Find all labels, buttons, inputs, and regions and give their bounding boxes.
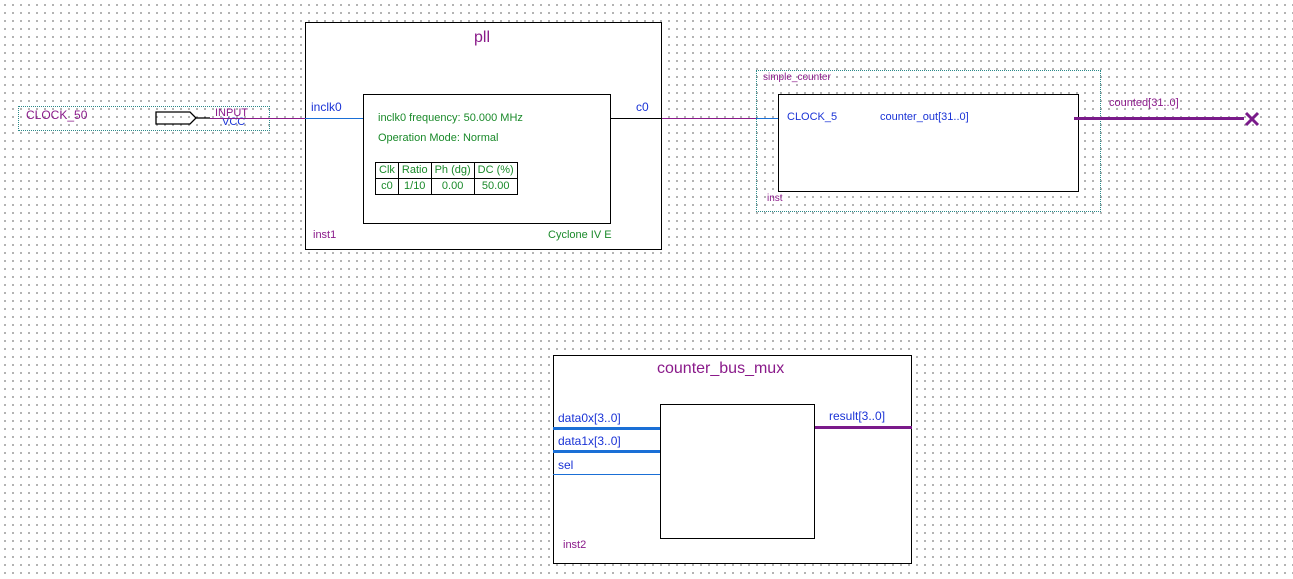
mux-port-result: result[3..0] — [829, 409, 886, 423]
wire-clock50-to-pll — [210, 118, 305, 119]
pll-table-header: Ph (dg) — [430, 162, 475, 179]
pll-table-header-row: Clk Ratio Ph (dg) DC (%) — [375, 162, 518, 179]
input-pin-type-label: INPUT — [215, 107, 248, 119]
pll-title: pll — [474, 29, 491, 46]
pll-table-cell: 50.00 — [473, 178, 518, 195]
pll-table-header: DC (%) — [473, 162, 518, 179]
mux-data1x-bus-line — [553, 450, 660, 453]
pll-inclk0-port-line — [305, 118, 363, 119]
counter-port-clock5: CLOCK_5 — [787, 111, 838, 123]
pll-table-header: Clk — [375, 162, 399, 179]
pll-table-cell: 1/10 — [397, 178, 432, 195]
counter-clock-port-line — [756, 118, 778, 119]
mux-data0x-bus-line — [553, 427, 660, 430]
simple-counter-block[interactable] — [756, 70, 1101, 212]
pll-device-name: Cyclone IV E — [548, 229, 612, 241]
wire-counted-bus — [1074, 117, 1244, 120]
mux-title: counter_bus_mux — [657, 360, 785, 377]
pll-table-header: Ratio — [397, 162, 432, 179]
pll-inner-box — [363, 94, 611, 224]
unconnected-x-icon — [1244, 111, 1260, 127]
mux-inner-box — [660, 404, 815, 539]
pll-table-cell: 0.00 — [430, 178, 475, 195]
pll-c0-port-line — [610, 118, 662, 119]
counter-port-out: counter_out[31..0] — [880, 111, 969, 123]
simple-counter-inner-box — [778, 94, 1079, 192]
counted-net-label: counted[31..0] — [1109, 97, 1179, 109]
pll-port-c0: c0 — [636, 100, 649, 114]
input-pin-name: CLOCK_50 — [26, 108, 88, 122]
simple-counter-title: simple_counter — [763, 72, 831, 83]
mux-instance-name: inst2 — [563, 539, 587, 551]
input-pin-arrow-icon — [155, 111, 210, 125]
pll-clock-table: Clk Ratio Ph (dg) DC (%) c0 1/10 0.00 50… — [375, 162, 518, 195]
pll-frequency-text: inclk0 frequency: 50.000 MHz — [378, 112, 523, 124]
pll-port-inclk0: inclk0 — [311, 100, 342, 114]
input-pin-vcc-label: VCC — [222, 116, 246, 128]
mux-port-data1x: data1x[3..0] — [558, 434, 621, 448]
counter-instance-name: inst — [767, 193, 783, 204]
pll-table-cell: c0 — [375, 178, 399, 195]
mux-port-data0x: data0x[3..0] — [558, 411, 621, 425]
mux-port-sel: sel — [558, 458, 574, 472]
mux-result-bus-line — [815, 426, 912, 429]
pll-mode-text: Operation Mode: Normal — [378, 132, 499, 144]
wire-c0-to-counter — [662, 118, 756, 119]
pll-table-row: c0 1/10 0.00 50.00 — [375, 178, 518, 195]
mux-sel-line — [553, 474, 660, 475]
pll-instance-name: inst1 — [313, 229, 337, 241]
